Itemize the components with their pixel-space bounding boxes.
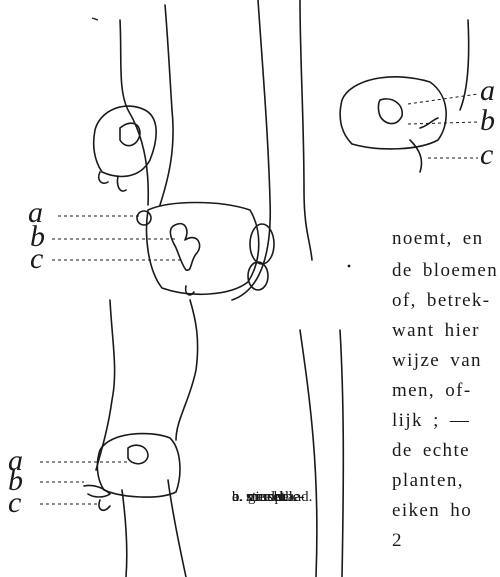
label-c-upper-right: c [480, 140, 493, 170]
stem-outline-right [160, 5, 173, 205]
upper-right-flower [340, 77, 446, 149]
body-text-column: noemt, en de bloemen of, betrek- want hi… [392, 228, 500, 577]
text-line: planten, [392, 470, 464, 492]
main-stem-lower [300, 330, 317, 577]
label-a-upper-right: a [480, 76, 495, 106]
label-b-upper-right: b [480, 106, 495, 136]
stem-outline-left [120, 20, 148, 205]
stem-lower-right [176, 300, 198, 440]
text-line: lijk ; — [392, 410, 470, 432]
caption-c: c. stempel. [232, 488, 297, 507]
text-line: de echte [392, 440, 470, 462]
text-line: wijze van [392, 350, 482, 372]
middle-flower [147, 203, 259, 295]
main-stem-lower-2 [340, 330, 343, 577]
text-line: eiken ho [392, 500, 472, 522]
label-c-middle: c [30, 244, 43, 274]
text-line: de bloemen [392, 260, 498, 282]
text-line: men, of- [392, 380, 472, 402]
main-stem-right [300, 0, 312, 260]
text-line: 2 [392, 530, 403, 552]
text-line: noemt, en [392, 228, 484, 250]
upper-left-flower [94, 106, 156, 176]
label-c-lower: c [8, 488, 21, 518]
lower-flower [97, 434, 180, 498]
text-line: want hier [392, 320, 480, 342]
text-line: of, betrek- [392, 290, 491, 312]
stem-bottom [122, 490, 127, 577]
